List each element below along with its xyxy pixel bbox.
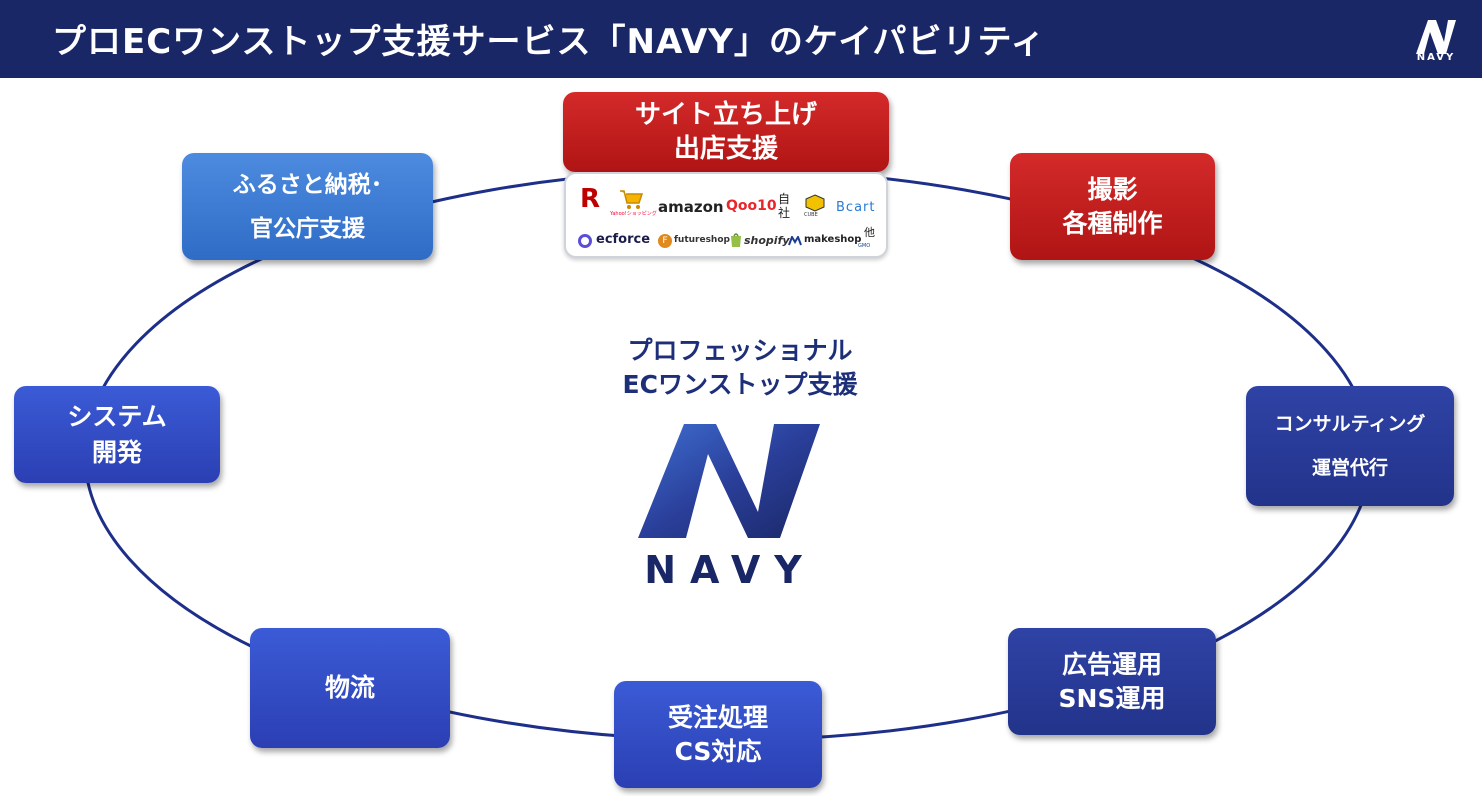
center-tagline: プロフェッショナル ECワンストップ支援 (560, 334, 920, 402)
node-site-launch[interactable]: サイト立ち上げ 出店支援 (563, 92, 889, 172)
shopify-bag-icon (731, 233, 741, 247)
futureshop-icon: F (658, 234, 672, 248)
node-furusato-line1: ふるさと納税･ (232, 171, 383, 198)
node-ads-line2: SNS運用 (1058, 683, 1166, 713)
futureshop-logo: futureshop (674, 235, 730, 245)
node-system-dev[interactable]: システム 開発 (14, 386, 220, 483)
node-consulting-line2: 運営代行 (1311, 457, 1388, 479)
node-orders-cs[interactable]: 受注処理 CS対応 (614, 681, 822, 788)
header-logo-text: NAVY (1416, 52, 1456, 63)
node-furusato-government[interactable]: ふるさと納税･ 官公庁支援 (182, 153, 433, 260)
node-logistics[interactable]: 物流 (250, 628, 450, 748)
node-system-line1: システム (67, 401, 167, 431)
ecforce-icon (578, 234, 592, 248)
bcart-logo: Bcart (836, 200, 876, 215)
node-ads-sns[interactable]: 広告運用 SNS運用 (1008, 628, 1216, 735)
node-orders-line2: CS対応 (674, 736, 762, 766)
rakuten-logo: R (580, 184, 601, 214)
node-consulting-line1: コンサルティング (1274, 413, 1426, 435)
makeshop-logo: makeshop (804, 234, 862, 245)
ecforce-logo: ecforce (596, 232, 651, 247)
amazon-logo: amazon (658, 198, 724, 216)
node-photo-line2: 各種制作 (1062, 208, 1163, 238)
page-title: プロECワンストップ支援サービス「NAVY」のケイパビリティ (52, 22, 1046, 62)
node-logistics-line1: 物流 (324, 673, 375, 702)
center-logo-text: NAVY (644, 548, 816, 592)
node-orders-line1: 受注処理 (667, 702, 768, 732)
node-site-launch-line2: 出店支援 (673, 134, 778, 164)
navy-center-logo-icon (638, 424, 820, 538)
qoo10-logo: Qoo10 (726, 198, 777, 214)
center-tagline-line1: プロフェッショナル (627, 336, 853, 365)
gmo-logo: GMO (858, 243, 871, 249)
shopify-logo: shopify (744, 234, 790, 247)
others-label: 他 (864, 226, 875, 239)
node-consulting[interactable]: コンサルティング 運営代行 (1246, 386, 1454, 506)
header-bar: プロECワンストップ支援サービス「NAVY」のケイパビリティ NAVY (0, 0, 1482, 78)
yahoo-shopping-logo: Yahoo!ショッピング (610, 211, 657, 217)
node-system-line2: 開発 (91, 437, 142, 467)
cube-logo-text: CUBE (804, 212, 818, 218)
node-photo-line1: 撮影 (1087, 174, 1138, 204)
own-site-label: 自社 (778, 192, 791, 220)
navy-logo-icon (1416, 20, 1456, 54)
node-site-launch-line1: サイト立ち上げ (634, 100, 817, 130)
node-furusato-line2: 官公庁支援 (250, 215, 365, 242)
center-tagline-line2: ECワンストップ支援 (622, 370, 858, 399)
cube-logo-icon (805, 194, 825, 212)
makeshop-icon (788, 236, 802, 246)
shopping-cart-icon (620, 190, 644, 209)
platform-logos: R Yahoo!ショッピング amazon Qoo10 自社 CUBE Bcar… (564, 172, 888, 258)
node-photo-production[interactable]: 撮影 各種制作 (1010, 153, 1215, 260)
node-ads-line1: 広告運用 (1061, 649, 1162, 679)
